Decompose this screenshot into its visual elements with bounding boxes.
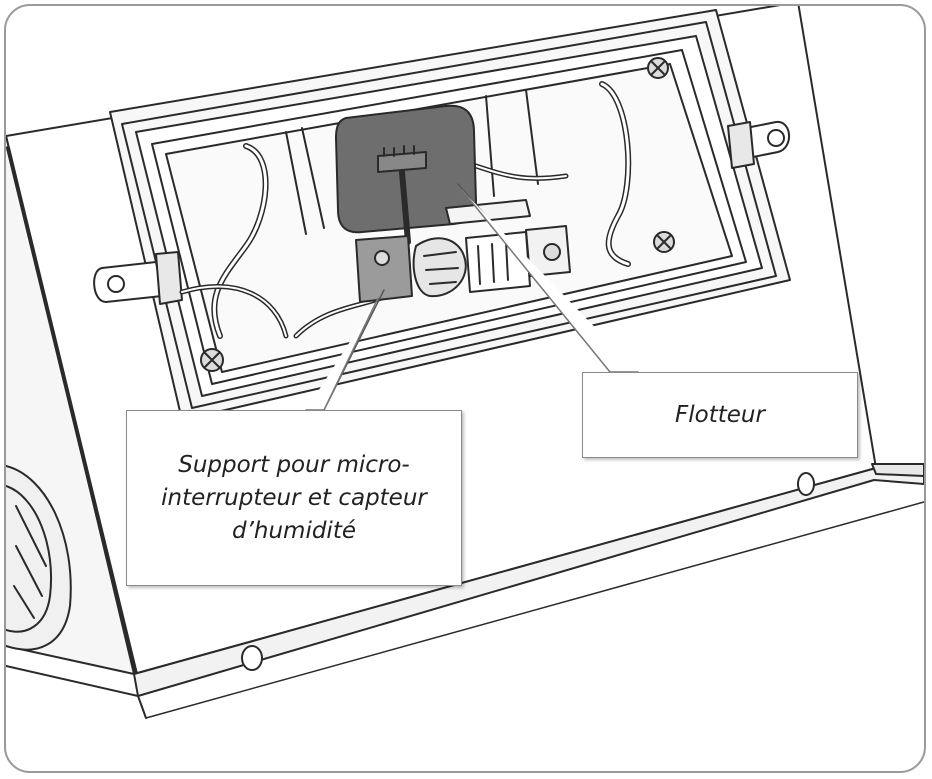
- switch-bracket: [355, 235, 413, 303]
- callout-flotteur-label: Flotteur: [675, 402, 765, 428]
- figure-frame: Support pour micro- interrupteur et capt…: [4, 4, 926, 773]
- callout-support-line-3: d’humidité: [231, 517, 356, 544]
- callout-support-micro-switch: Support pour micro- interrupteur et capt…: [126, 410, 462, 586]
- fan-ring: [6, 465, 72, 651]
- callout-support-line-1: Support pour micro-: [178, 451, 410, 478]
- callout-flotteur: Flotteur: [582, 372, 858, 458]
- callout-support-line-2: interrupteur et capteur: [161, 484, 427, 511]
- mounting-ear-left: [93, 261, 163, 303]
